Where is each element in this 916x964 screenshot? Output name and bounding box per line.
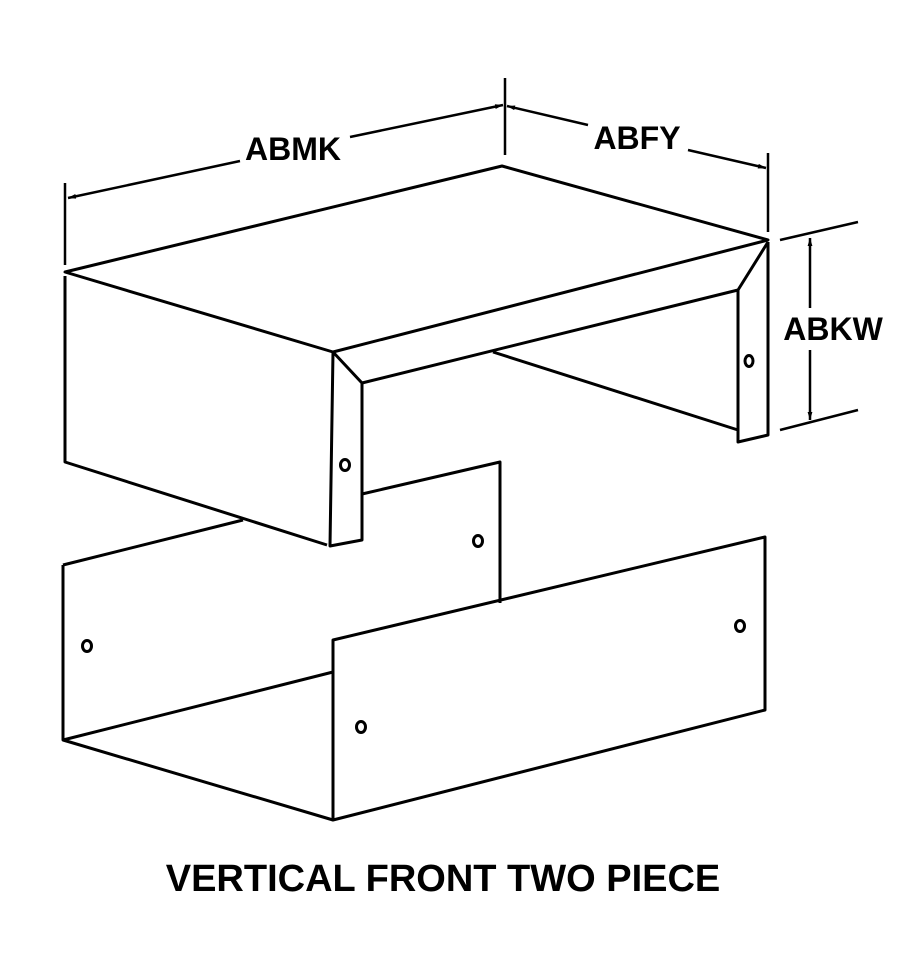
top-cover-piece	[63, 164, 770, 548]
top-face	[63, 164, 770, 354]
dimension-lines	[63, 78, 859, 432]
left-front-flange	[328, 350, 364, 548]
depth-label: ABFY	[593, 120, 680, 156]
hole-icon	[734, 619, 746, 633]
hole-icon	[472, 534, 484, 548]
bottom-base-piece	[61, 460, 767, 822]
depth-dim-arrow-left	[506, 104, 589, 127]
width-label: ABMK	[245, 131, 341, 167]
extension-line	[779, 408, 859, 432]
floor-line	[62, 670, 334, 742]
hole-icon	[339, 458, 351, 472]
hole-icon	[81, 639, 93, 653]
left-panel	[61, 565, 334, 822]
width-dim-arrow-left	[67, 159, 241, 200]
hole-icon	[743, 354, 755, 368]
height-label: ABKW	[783, 311, 883, 347]
left-panel-top-edge	[62, 518, 244, 567]
hole-icon	[355, 720, 367, 734]
extension-line	[779, 220, 859, 242]
back-panel-edge	[361, 460, 502, 603]
front-panel	[331, 535, 767, 822]
width-dim-arrow-right	[349, 103, 504, 139]
right-front-flange	[736, 242, 770, 444]
inner-edge	[492, 350, 739, 432]
left-side-face	[63, 276, 328, 547]
caption: VERTICAL FRONT TWO PIECE	[166, 858, 721, 900]
depth-dim-arrow-right	[687, 148, 767, 170]
front-top-edge	[361, 241, 770, 385]
